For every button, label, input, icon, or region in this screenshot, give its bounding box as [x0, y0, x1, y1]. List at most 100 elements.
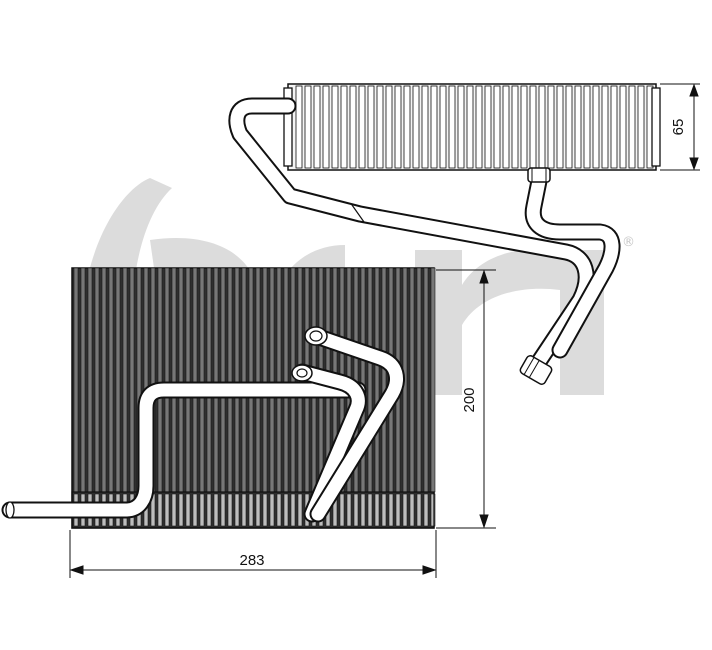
- dimension-height: [436, 269, 496, 529]
- fin-base: [416, 493, 422, 527]
- fin-base: [178, 493, 184, 527]
- fin-base: [248, 493, 254, 527]
- fin: [283, 267, 289, 493]
- width-dimension-label: 283: [239, 552, 264, 569]
- fin-base: [269, 493, 275, 527]
- fin: [304, 85, 312, 169]
- fin-base: [206, 493, 212, 527]
- fin: [439, 85, 447, 169]
- fin: [178, 267, 184, 493]
- fin: [423, 267, 429, 493]
- fin: [234, 267, 240, 493]
- fin: [583, 85, 591, 169]
- fin: [416, 267, 422, 493]
- fin: [115, 267, 121, 493]
- fin-base: [241, 493, 247, 527]
- fin: [241, 267, 247, 493]
- fin: [80, 267, 86, 493]
- fin: [331, 85, 339, 169]
- fin: [349, 85, 357, 169]
- fin: [213, 267, 219, 493]
- fin: [412, 85, 420, 169]
- fin-base: [388, 493, 394, 527]
- fin: [381, 267, 387, 493]
- fin: [322, 85, 330, 169]
- fin: [592, 85, 600, 169]
- registered-mark: ®: [622, 235, 635, 250]
- fin: [290, 267, 296, 493]
- fin: [220, 267, 226, 493]
- fin-base: [353, 493, 359, 527]
- evaporator-core-side-view: [283, 83, 661, 171]
- fin: [619, 85, 627, 169]
- fin: [295, 85, 303, 169]
- fin: [430, 267, 436, 493]
- fin-base: [367, 493, 373, 527]
- fin-base: [283, 493, 289, 527]
- fin: [192, 267, 198, 493]
- fin: [403, 85, 411, 169]
- fin: [255, 267, 261, 493]
- fin-base: [157, 493, 163, 527]
- fin: [101, 267, 107, 493]
- fin-base: [164, 493, 170, 527]
- fin: [358, 85, 366, 169]
- fin: [610, 85, 618, 169]
- fin: [269, 267, 275, 493]
- fin-base: [192, 493, 198, 527]
- fin: [493, 85, 501, 169]
- fin-base: [262, 493, 268, 527]
- fin: [409, 267, 415, 493]
- front-view-pipes: [1, 326, 405, 523]
- fin-base: [199, 493, 205, 527]
- fin: [374, 267, 380, 493]
- fin: [565, 85, 573, 169]
- fin: [556, 85, 564, 169]
- fin: [248, 267, 254, 493]
- fin-base: [171, 493, 177, 527]
- fin: [637, 85, 645, 169]
- fin: [87, 267, 93, 493]
- fin: [574, 85, 582, 169]
- fin: [367, 85, 375, 169]
- dimension-width: [69, 530, 437, 578]
- fin-base: [374, 493, 380, 527]
- fin: [628, 85, 636, 169]
- fin-base: [276, 493, 282, 527]
- fin-base: [339, 493, 345, 527]
- fin: [421, 85, 429, 169]
- fin: [601, 85, 609, 169]
- fin: [511, 85, 519, 169]
- fin-base: [346, 493, 352, 527]
- side-view-fins: [295, 85, 654, 169]
- fin: [199, 267, 205, 493]
- fin-base: [297, 493, 303, 527]
- fin: [520, 85, 528, 169]
- fin: [206, 267, 212, 493]
- fin: [484, 85, 492, 169]
- fin: [129, 267, 135, 493]
- fin-base: [409, 493, 415, 527]
- fin: [394, 85, 402, 169]
- fin: [227, 267, 233, 493]
- fin-base: [402, 493, 408, 527]
- fin-base: [185, 493, 191, 527]
- fin: [262, 267, 268, 493]
- fin: [502, 85, 510, 169]
- fin-base: [234, 493, 240, 527]
- fin: [367, 267, 373, 493]
- fin: [529, 85, 537, 169]
- fin-base: [227, 493, 233, 527]
- dimension-depth: [660, 83, 700, 171]
- fin: [313, 85, 321, 169]
- fin: [538, 85, 546, 169]
- fin: [457, 85, 465, 169]
- fin-base: [395, 493, 401, 527]
- fin: [94, 267, 100, 493]
- side-view-pipes: [228, 97, 621, 385]
- fin: [385, 85, 393, 169]
- height-dimension-label: 200: [461, 387, 478, 412]
- fin-base: [220, 493, 226, 527]
- fin: [466, 85, 474, 169]
